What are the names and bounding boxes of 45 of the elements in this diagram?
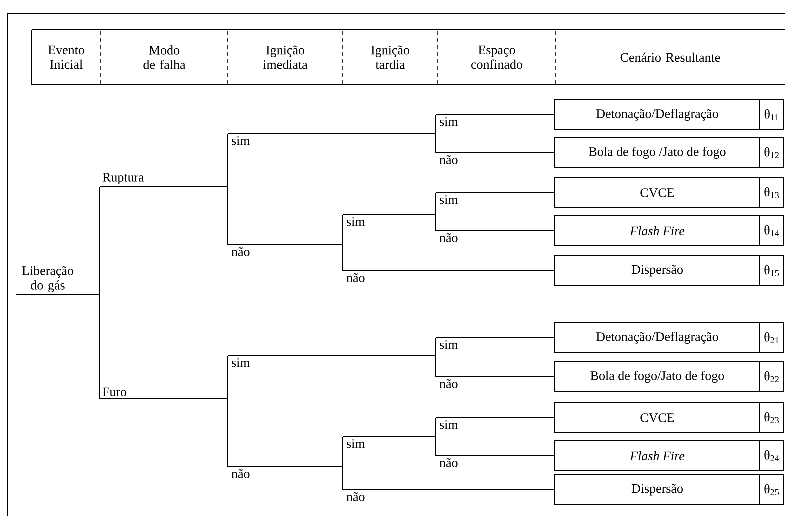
- outcome-box: Bola de fogo /Jato de fogo θ$_{12}$: [554, 138, 784, 168]
- column-heading: Evento Inicial: [48, 46, 84, 70]
- outcome-box: Detonação/Deflagração θ$_{11}$: [554, 100, 784, 130]
- tree-branch: sim: [436, 114, 476, 126]
- tree-branch: não: [436, 456, 476, 468]
- column-heading: Ignição tardia: [371, 46, 410, 70]
- tree-branch: não: [436, 376, 476, 388]
- tree-branch: sim: [342, 436, 436, 448]
- outcome-box: CVCE θ$_{23}$: [554, 402, 784, 434]
- tree-branch: sim: [228, 356, 436, 368]
- branch-line: [342, 244, 344, 272]
- column-heading: Modo de falha: [144, 46, 186, 70]
- outcome-box: Detonação/Deflagração θ$_{21}$: [554, 322, 784, 354]
- tree-branch: não: [436, 230, 476, 242]
- tree-branch: não: [228, 466, 344, 478]
- outcome-box: CVCE θ$_{13}$: [554, 178, 784, 208]
- branch-line: [382, 270, 555, 272]
- tree-branch: Ruptura: [100, 173, 228, 188]
- column-heading: Cenário Resultante: [620, 52, 720, 62]
- outcome-box: Bola de fogo/Jato de fogo θ$_{22}$: [554, 362, 784, 392]
- branch-line: [342, 214, 344, 246]
- tree-branch: sim: [228, 134, 436, 146]
- tree-branch: não: [342, 270, 384, 282]
- tree-branch: não: [342, 490, 384, 502]
- outcome-box: Dispersão θ$_{15}$: [554, 256, 784, 286]
- tree-branch: Furo: [100, 388, 228, 400]
- outcome-box: Flash Fire θ$_{24}$: [554, 440, 784, 472]
- tree-branch: sim: [342, 214, 436, 226]
- column-heading: Espaço confinado: [472, 46, 522, 70]
- tree-branch: não: [228, 244, 344, 256]
- tree-branch: sim: [436, 338, 476, 350]
- column-heading: Ignição imediata: [263, 46, 308, 70]
- outcome-box: Flash Fire θ$_{14}$: [554, 216, 784, 246]
- tree-branch: sim: [436, 192, 476, 204]
- tree-branch: Liberação do gás: [16, 266, 100, 296]
- branch-line: [476, 192, 555, 194]
- branch-line: [476, 114, 555, 116]
- branch-line: [476, 230, 555, 232]
- branch-line: [476, 152, 555, 154]
- branch-line: [342, 466, 344, 490]
- branch-line: [342, 436, 344, 468]
- outcome-box: Dispersão θ$_{25}$: [554, 474, 784, 506]
- tree-branch: não: [436, 152, 476, 164]
- branch-line: [476, 376, 555, 378]
- tree-branch: sim: [436, 418, 476, 430]
